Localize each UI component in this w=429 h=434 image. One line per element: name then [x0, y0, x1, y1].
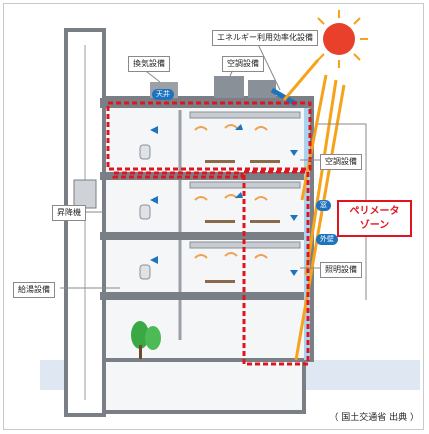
basement — [102, 358, 306, 414]
sun-icon — [310, 10, 368, 68]
floor-slab — [100, 232, 314, 240]
pill-ceiling: 天井 — [152, 89, 174, 100]
label-hvac-roof: 空調設備 — [222, 56, 264, 72]
pill-shade: 外壁 — [316, 234, 338, 245]
label-exhaust: 換気設備 — [128, 56, 170, 72]
label-energy: エネルギー利用効率化設備 — [212, 30, 318, 46]
label-hvac-side: 空調設備 — [320, 154, 362, 170]
facade-glass — [304, 108, 310, 360]
pill-glass: 窓 — [316, 200, 331, 211]
perimeter-line-2: ゾーン — [359, 220, 390, 231]
elevator-car — [73, 179, 97, 209]
perimeter-zone-label: ペリメータ ゾーン — [337, 200, 412, 237]
label-elevator: 昇降機 — [52, 205, 86, 221]
perimeter-line-1: ペリメータ — [349, 206, 400, 217]
building-body — [102, 96, 314, 362]
label-lighting: 照明設備 — [320, 262, 362, 278]
source-caption: （ 国土交通省 出典 ） — [329, 413, 419, 423]
perimeter-zone-top — [106, 101, 312, 171]
roof-unit — [248, 80, 276, 98]
floor-slab — [100, 292, 314, 300]
floor-slab — [100, 172, 314, 180]
label-water: 給湯設備 — [13, 282, 55, 298]
roof-unit — [214, 76, 244, 98]
figure-frame — [3, 3, 424, 430]
